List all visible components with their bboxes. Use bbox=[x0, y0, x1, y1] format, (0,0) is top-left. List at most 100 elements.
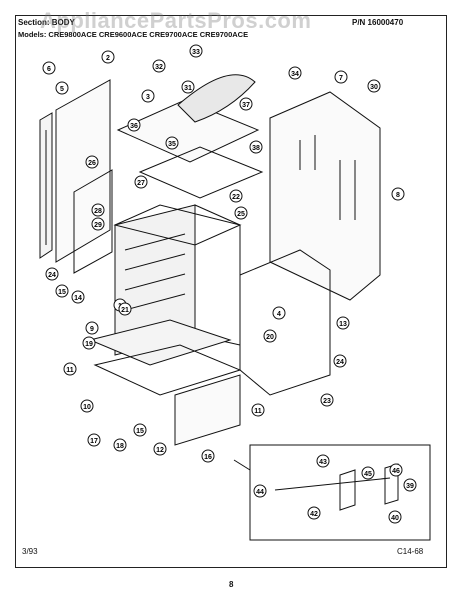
oven-cavity-drawing bbox=[113, 204, 242, 356]
callout-2: 2 bbox=[101, 50, 115, 64]
svg-text:9: 9 bbox=[90, 326, 94, 333]
callout-15a: 15 bbox=[55, 284, 69, 298]
callout-4: 4 bbox=[272, 306, 286, 320]
svg-text:17: 17 bbox=[90, 438, 98, 445]
svg-text:11: 11 bbox=[66, 367, 74, 374]
inset-pointer bbox=[233, 459, 251, 471]
callout-11b: 11 bbox=[251, 403, 265, 417]
part-number: P/N 16000470 bbox=[352, 18, 404, 27]
models-label: Models: CRE9800ACE CRE9600ACE CRE9700ACE… bbox=[18, 30, 249, 39]
svg-text:40: 40 bbox=[391, 515, 399, 522]
callout-29: 29 bbox=[91, 217, 105, 231]
svg-text:19: 19 bbox=[85, 341, 93, 348]
svg-text:5: 5 bbox=[60, 86, 64, 93]
callout-39: 39 bbox=[403, 478, 417, 492]
callout-40: 40 bbox=[388, 510, 402, 524]
callout-5: 5 bbox=[55, 81, 69, 95]
svg-text:31: 31 bbox=[184, 85, 192, 92]
callout-6: 6 bbox=[42, 61, 56, 75]
callout-42: 42 bbox=[307, 506, 321, 520]
callout-7: 7 bbox=[334, 70, 348, 84]
callout-17: 17 bbox=[87, 433, 101, 447]
svg-text:6: 6 bbox=[47, 66, 51, 73]
callout-36: 36 bbox=[127, 118, 141, 132]
svg-text:20: 20 bbox=[266, 334, 274, 341]
section-label: Section: BODY bbox=[18, 18, 75, 27]
svg-text:29: 29 bbox=[94, 222, 102, 229]
svg-text:15: 15 bbox=[58, 289, 66, 296]
callout-24a: 24 bbox=[45, 267, 59, 281]
svg-text:7: 7 bbox=[339, 75, 343, 82]
callout-11a: 11 bbox=[63, 362, 77, 376]
page-number: 8 bbox=[229, 580, 234, 589]
callout-44: 44 bbox=[253, 484, 267, 498]
svg-text:3: 3 bbox=[146, 94, 150, 101]
svg-text:2: 2 bbox=[106, 55, 110, 62]
svg-text:35: 35 bbox=[168, 141, 176, 148]
svg-text:30: 30 bbox=[370, 84, 378, 91]
callout-38: 38 bbox=[249, 140, 263, 154]
callout-32: 32 bbox=[152, 59, 166, 73]
callout-33: 33 bbox=[189, 44, 203, 58]
callout-18: 18 bbox=[113, 438, 127, 452]
svg-text:24: 24 bbox=[48, 272, 56, 279]
svg-text:38: 38 bbox=[252, 145, 260, 152]
footer-code: C14-68 bbox=[397, 547, 424, 556]
callout-9: 9 bbox=[85, 321, 99, 335]
svg-text:27: 27 bbox=[137, 180, 145, 187]
callout-27: 27 bbox=[134, 175, 148, 189]
inset-detail-box bbox=[249, 444, 431, 541]
watermark: AppliancePartsPros.com bbox=[40, 8, 312, 33]
door-strip-drawing bbox=[39, 112, 53, 259]
footer-date: 3/93 bbox=[22, 547, 38, 556]
control-bracket-drawing bbox=[177, 74, 256, 123]
svg-text:25: 25 bbox=[237, 211, 245, 218]
svg-text:36: 36 bbox=[130, 123, 138, 130]
callout-14: 14 bbox=[71, 290, 85, 304]
callout-46: 46 bbox=[389, 463, 403, 477]
callout-35: 35 bbox=[165, 136, 179, 150]
callout-21: 21 bbox=[118, 302, 132, 316]
callout-16: 16 bbox=[201, 449, 215, 463]
svg-text:21: 21 bbox=[121, 307, 129, 314]
svg-text:4: 4 bbox=[277, 311, 281, 318]
svg-text:33: 33 bbox=[192, 49, 200, 56]
svg-text:22: 22 bbox=[232, 194, 240, 201]
svg-text:43: 43 bbox=[319, 459, 327, 466]
callout-26: 26 bbox=[85, 155, 99, 169]
callout-28: 28 bbox=[91, 203, 105, 217]
callout-25: 25 bbox=[234, 206, 248, 220]
callout-37: 37 bbox=[239, 97, 253, 111]
callout-23: 23 bbox=[320, 393, 334, 407]
svg-text:37: 37 bbox=[242, 102, 250, 109]
svg-text:16: 16 bbox=[204, 454, 212, 461]
svg-text:11: 11 bbox=[254, 408, 262, 415]
callout-13: 13 bbox=[336, 316, 350, 330]
callout-24b: 24 bbox=[333, 354, 347, 368]
callout-45: 45 bbox=[361, 466, 375, 480]
svg-text:24: 24 bbox=[336, 359, 344, 366]
callout-43: 43 bbox=[316, 454, 330, 468]
svg-text:45: 45 bbox=[364, 471, 372, 478]
svg-text:18: 18 bbox=[116, 443, 124, 450]
callout-34: 34 bbox=[288, 66, 302, 80]
svg-text:13: 13 bbox=[339, 321, 347, 328]
svg-text:12: 12 bbox=[156, 447, 164, 454]
svg-text:14: 14 bbox=[74, 295, 82, 302]
side-panel-drawing bbox=[55, 79, 111, 263]
svg-text:8: 8 bbox=[396, 192, 400, 199]
svg-text:26: 26 bbox=[88, 160, 96, 167]
svg-text:34: 34 bbox=[291, 71, 299, 78]
callout-8: 8 bbox=[391, 187, 405, 201]
callout-10: 10 bbox=[80, 399, 94, 413]
callout-3: 3 bbox=[141, 89, 155, 103]
callout-30: 30 bbox=[367, 79, 381, 93]
svg-text:42: 42 bbox=[310, 511, 318, 518]
svg-text:46: 46 bbox=[392, 468, 400, 475]
bottom-assembly-drawing bbox=[88, 319, 242, 446]
callout-12: 12 bbox=[153, 442, 167, 456]
callout-19: 19 bbox=[82, 336, 96, 350]
top-panel-drawing bbox=[116, 99, 264, 199]
